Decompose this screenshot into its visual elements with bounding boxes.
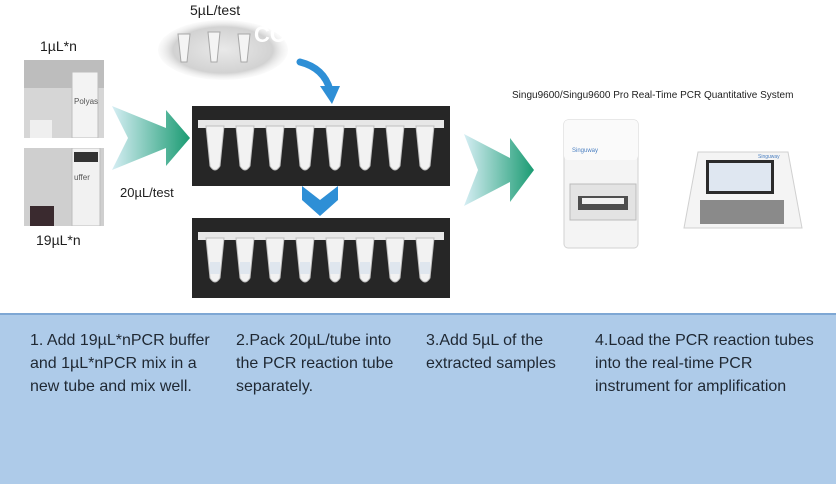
steps-panel: 1. Add 19µL*nPCR buffer and 1µL*nPCR mix… bbox=[0, 313, 836, 484]
mix-volume-label: 1µL*n bbox=[40, 38, 77, 54]
sample-volume-label: 5µL/test bbox=[190, 2, 241, 18]
pcr-instrument-touchscreen-photo: Singuway bbox=[683, 151, 803, 229]
pcr-instrument-photo: Singuway bbox=[563, 119, 639, 249]
curved-arrow-icon bbox=[296, 58, 340, 104]
transfer-volume-label: 20µL/test bbox=[120, 185, 174, 200]
svg-text:uffer: uffer bbox=[74, 173, 90, 182]
wedge-arrow-icon bbox=[112, 106, 190, 170]
step-3-text: 3.Add 5µL of the extracted samples bbox=[426, 332, 556, 372]
workflow-diagram: 5µL/test CO 1µL*n Polyas uffer bbox=[24, 2, 803, 298]
step-2-text: 2.Pack 20µL/tube into the PCR reaction t… bbox=[236, 332, 394, 395]
mix-tube-photo: Polyas bbox=[24, 60, 104, 138]
pcr-strip-top bbox=[192, 106, 450, 186]
buffer-volume-label: 19µL*n bbox=[36, 232, 81, 248]
step-4-text: 4.Load the PCR reaction tubes into the r… bbox=[595, 332, 814, 395]
svg-text:Singuway: Singuway bbox=[572, 148, 598, 154]
svg-text:Polyas: Polyas bbox=[74, 97, 98, 106]
buffer-tube-photo: uffer bbox=[24, 148, 104, 226]
step-1-text: 1. Add 19µL*nPCR buffer and 1µL*nPCR mix… bbox=[30, 332, 210, 395]
system-title: Singu9600/Singu9600 Pro Real-Time PCR Qu… bbox=[512, 90, 794, 101]
sample-tubes-photo: CO bbox=[158, 20, 288, 80]
svg-text:Singuway: Singuway bbox=[758, 154, 780, 160]
cut-text: CO bbox=[254, 22, 287, 47]
wedge-arrow-right-icon bbox=[464, 134, 534, 206]
pcr-strip-bottom bbox=[192, 218, 450, 298]
chevron-down-icon bbox=[302, 186, 338, 216]
